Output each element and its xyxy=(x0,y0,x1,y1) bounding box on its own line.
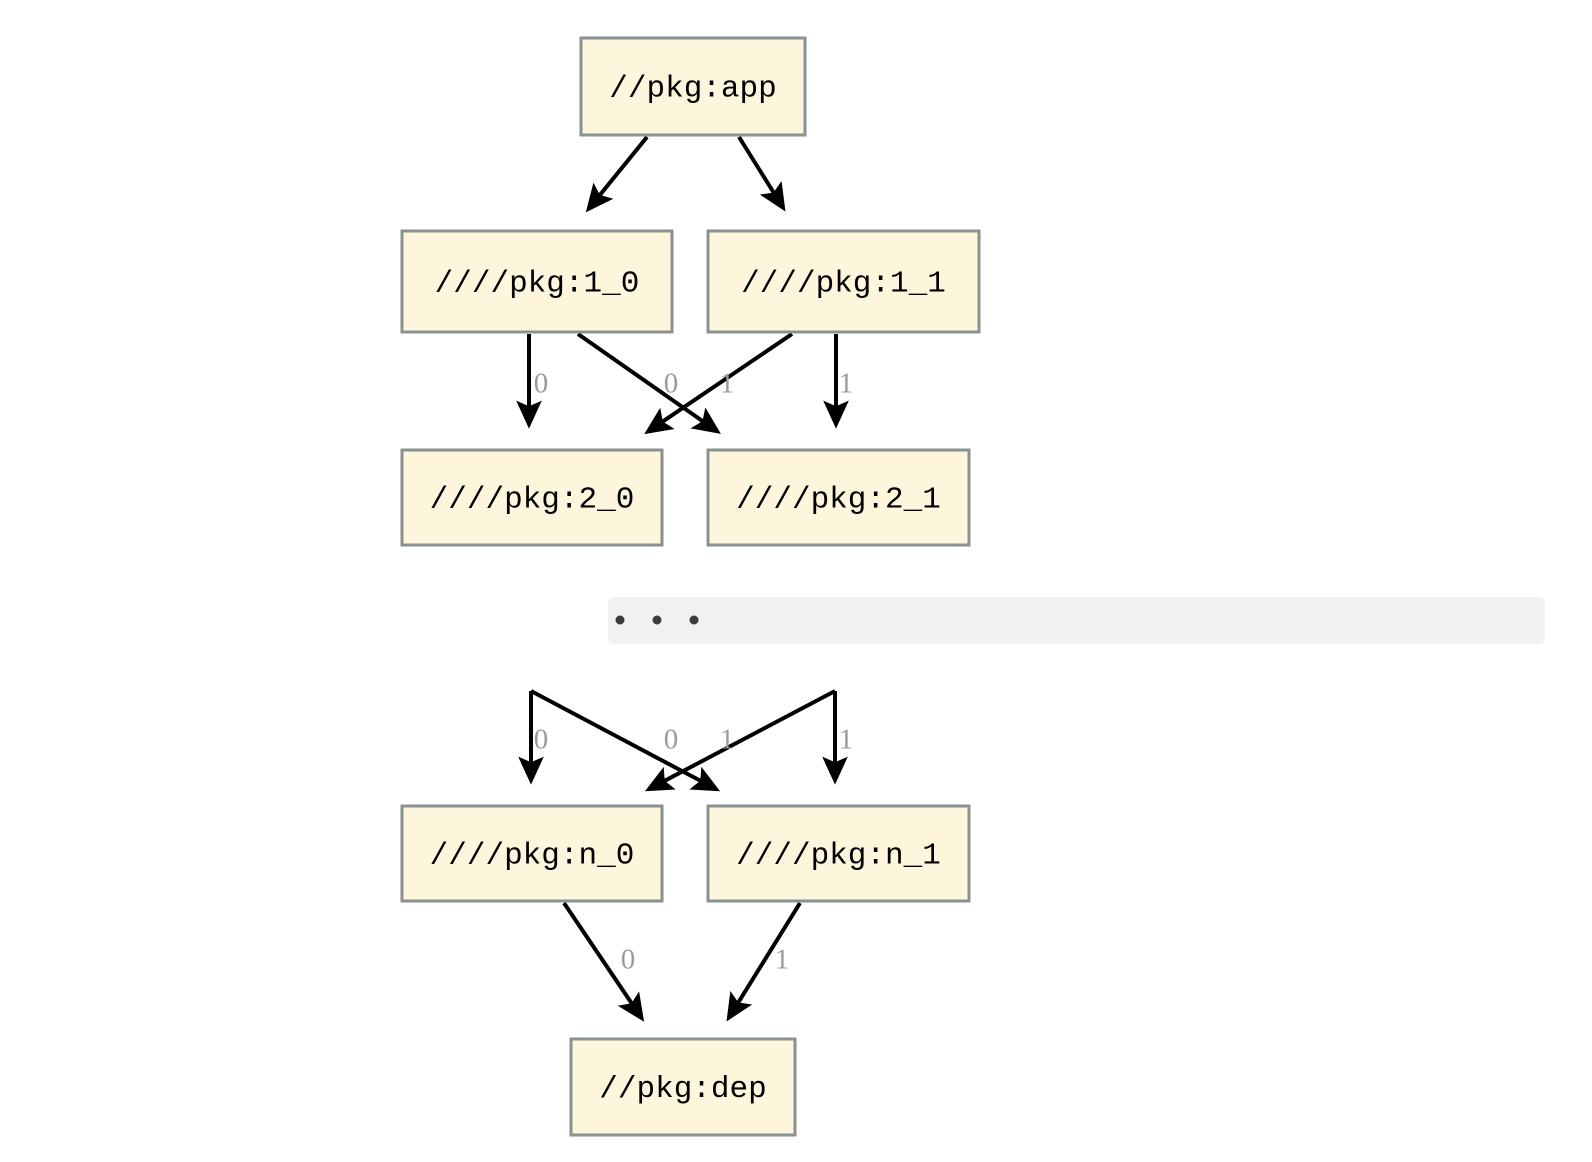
node-box[interactable] xyxy=(706,448,971,547)
ellipsis-dot xyxy=(689,615,699,625)
graph-edge xyxy=(726,901,802,1022)
node-label: ////pkg:2_1 xyxy=(736,483,941,518)
graph-edge xyxy=(576,332,721,434)
edge-label: 0 xyxy=(664,368,679,400)
edge-label: 1 xyxy=(839,368,854,400)
graph-node-l1_1[interactable]: ////pkg:1_1 xyxy=(706,229,981,334)
graph-node-ln_1[interactable]: ////pkg:n_1 xyxy=(706,804,971,903)
graph-node-l2_0[interactable]: ////pkg:2_0 xyxy=(400,448,664,547)
ellipsis-layer xyxy=(608,597,1545,644)
edge-labels-layer: 0 0 1 1 0 0 1 1 0 1 xyxy=(534,368,854,976)
node-label: //pkg:app xyxy=(609,72,776,107)
node-box[interactable] xyxy=(569,1037,797,1137)
node-box[interactable] xyxy=(400,448,664,547)
node-box[interactable] xyxy=(400,804,664,903)
edge-label: 1 xyxy=(839,724,854,756)
node-box[interactable] xyxy=(706,804,971,903)
edge-line xyxy=(576,332,721,434)
nodes-layer: //pkg:app ////pkg:1_0 ////pkg:1_1 ////pkg:2… xyxy=(400,36,981,1137)
ellipsis-dot xyxy=(615,615,625,625)
node-label: ////pkg:1_1 xyxy=(741,267,946,302)
graph-edge xyxy=(644,689,836,792)
edge-label: 0 xyxy=(534,368,549,400)
node-box[interactable] xyxy=(706,229,981,334)
edge-line xyxy=(644,689,836,792)
node-label: ////pkg:2_0 xyxy=(430,483,635,518)
edges-layer xyxy=(516,135,849,1022)
edge-line xyxy=(644,332,794,435)
node-box[interactable] xyxy=(400,229,674,334)
edge-label: 1 xyxy=(720,724,735,756)
node-box[interactable] xyxy=(579,36,807,137)
graph-node-app[interactable]: //pkg:app xyxy=(579,36,807,137)
edge-label: 1 xyxy=(775,944,790,976)
node-label: ////pkg:n_1 xyxy=(736,839,941,874)
ellipsis-dot xyxy=(652,615,662,625)
edge-line xyxy=(562,901,645,1022)
node-label: ////pkg:n_0 xyxy=(430,839,635,874)
node-label: //pkg:dep xyxy=(599,1072,766,1107)
node-label: ////pkg:1_0 xyxy=(435,267,640,302)
ellipsis-band xyxy=(608,597,1545,644)
graph-node-ln_0[interactable]: ////pkg:n_0 xyxy=(400,804,664,903)
edge-label: 0 xyxy=(664,724,679,756)
edge-label: 0 xyxy=(621,944,636,976)
edge-label: 1 xyxy=(720,368,735,400)
graph-node-dep[interactable]: //pkg:dep xyxy=(569,1037,797,1137)
edge-line xyxy=(530,689,721,792)
graph-edge xyxy=(562,901,645,1022)
graph-node-l1_0[interactable]: ////pkg:1_0 xyxy=(400,229,674,334)
edge-line xyxy=(737,135,786,212)
graph-node-l2_1[interactable]: ////pkg:2_1 xyxy=(706,448,971,547)
edge-line xyxy=(726,901,802,1022)
graph-edge xyxy=(644,332,794,435)
edge-label: 0 xyxy=(534,724,549,756)
edge-line xyxy=(585,135,649,213)
graph-edge xyxy=(585,135,649,213)
graph-edge xyxy=(530,689,721,792)
graph-edge xyxy=(737,135,786,212)
